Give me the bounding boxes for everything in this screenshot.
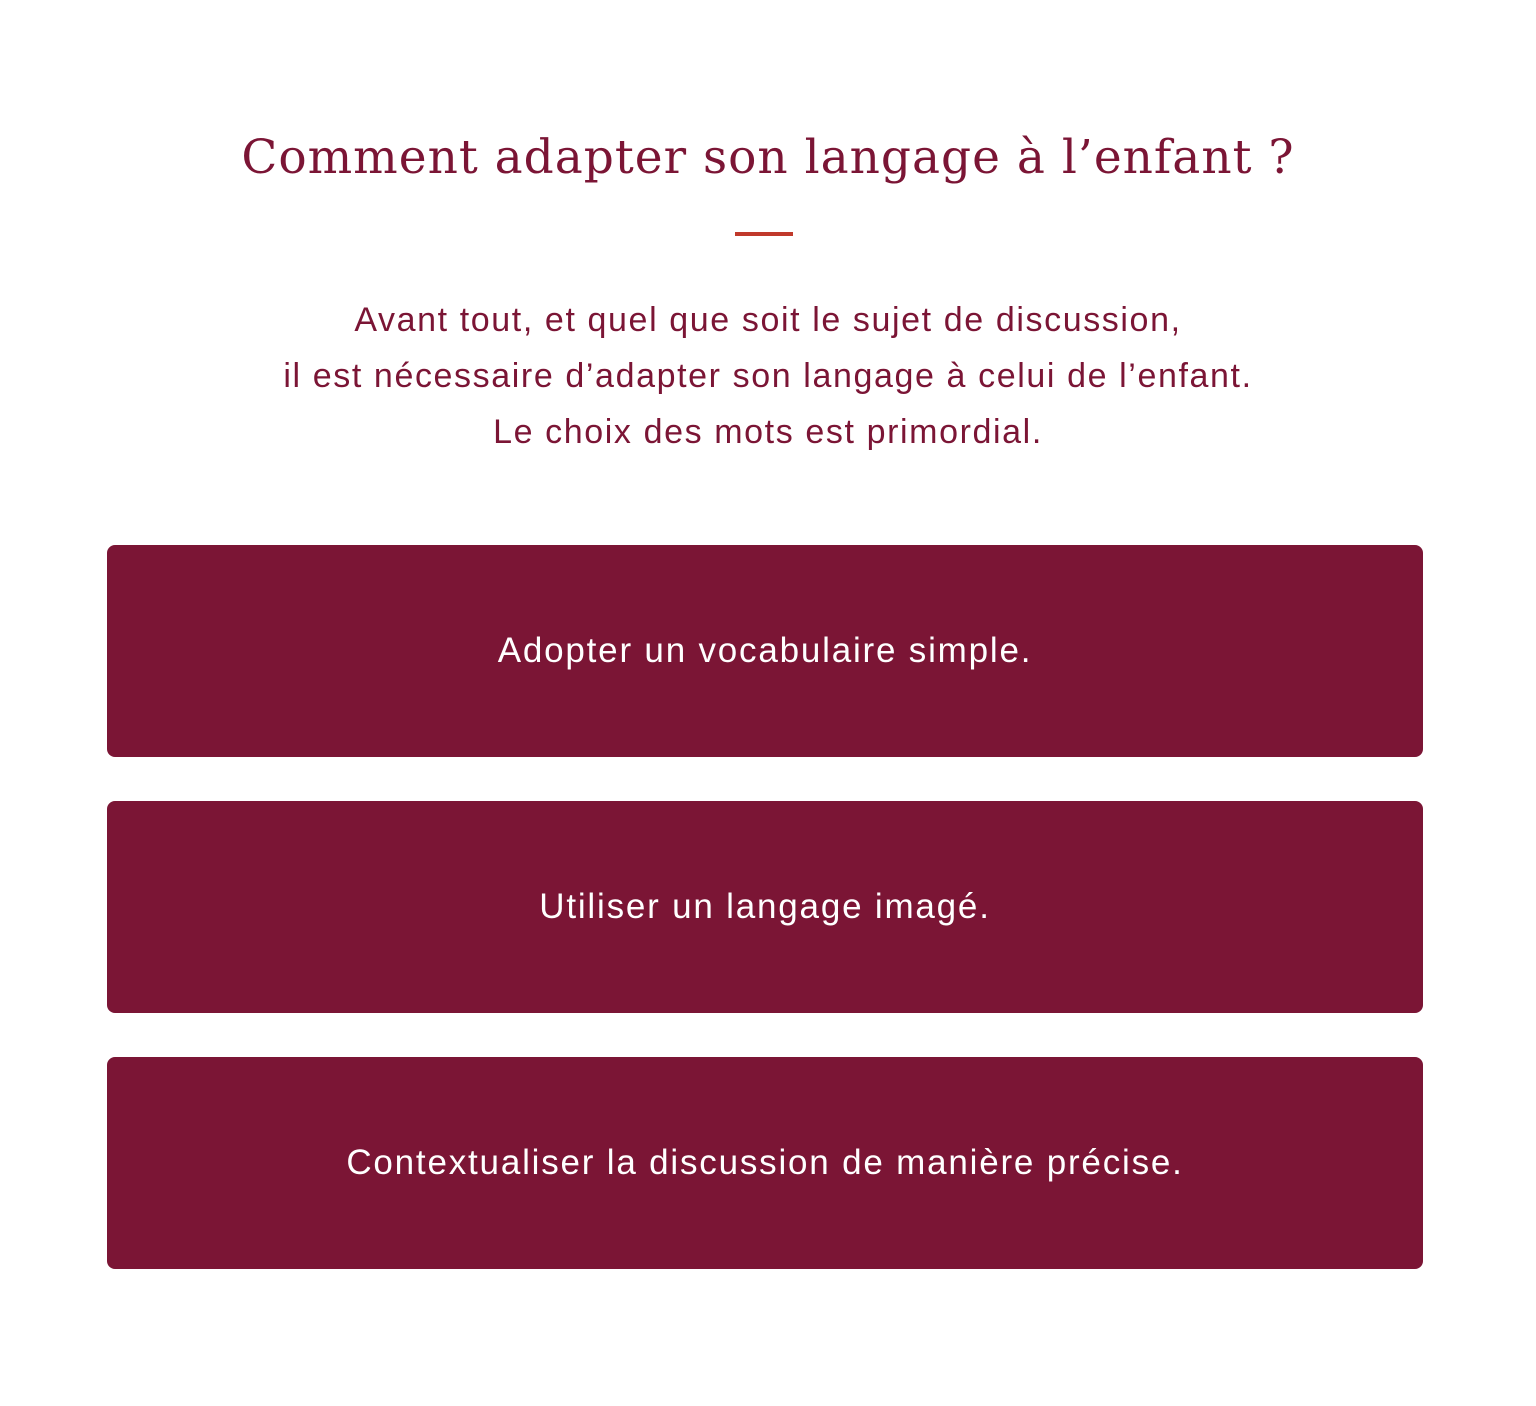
tip-card-label: Adopter un vocabulaire simple. <box>497 631 1033 670</box>
intro-line-3: Le choix des mots est primordial. <box>493 413 1043 451</box>
intro-line-1: Avant tout, et quel que soit le sujet de… <box>354 301 1182 339</box>
tip-card-vocabulary: Adopter un vocabulaire simple. <box>107 545 1423 757</box>
page-title: Comment adapter son langage à l’enfant ? <box>241 130 1295 185</box>
intro-line-2: il est nécessaire d’adapter son langage … <box>283 357 1253 395</box>
intro-paragraph: Avant tout, et quel que soit le sujet de… <box>0 292 1536 460</box>
tip-card-imagery: Utiliser un langage imagé. <box>107 801 1423 1013</box>
tip-card-context: Contextualiser la discussion de manière … <box>107 1057 1423 1269</box>
tip-card-label: Contextualiser la discussion de manière … <box>346 1143 1184 1182</box>
title-divider <box>735 232 793 236</box>
tip-card-label: Utiliser un langage imagé. <box>539 887 991 926</box>
